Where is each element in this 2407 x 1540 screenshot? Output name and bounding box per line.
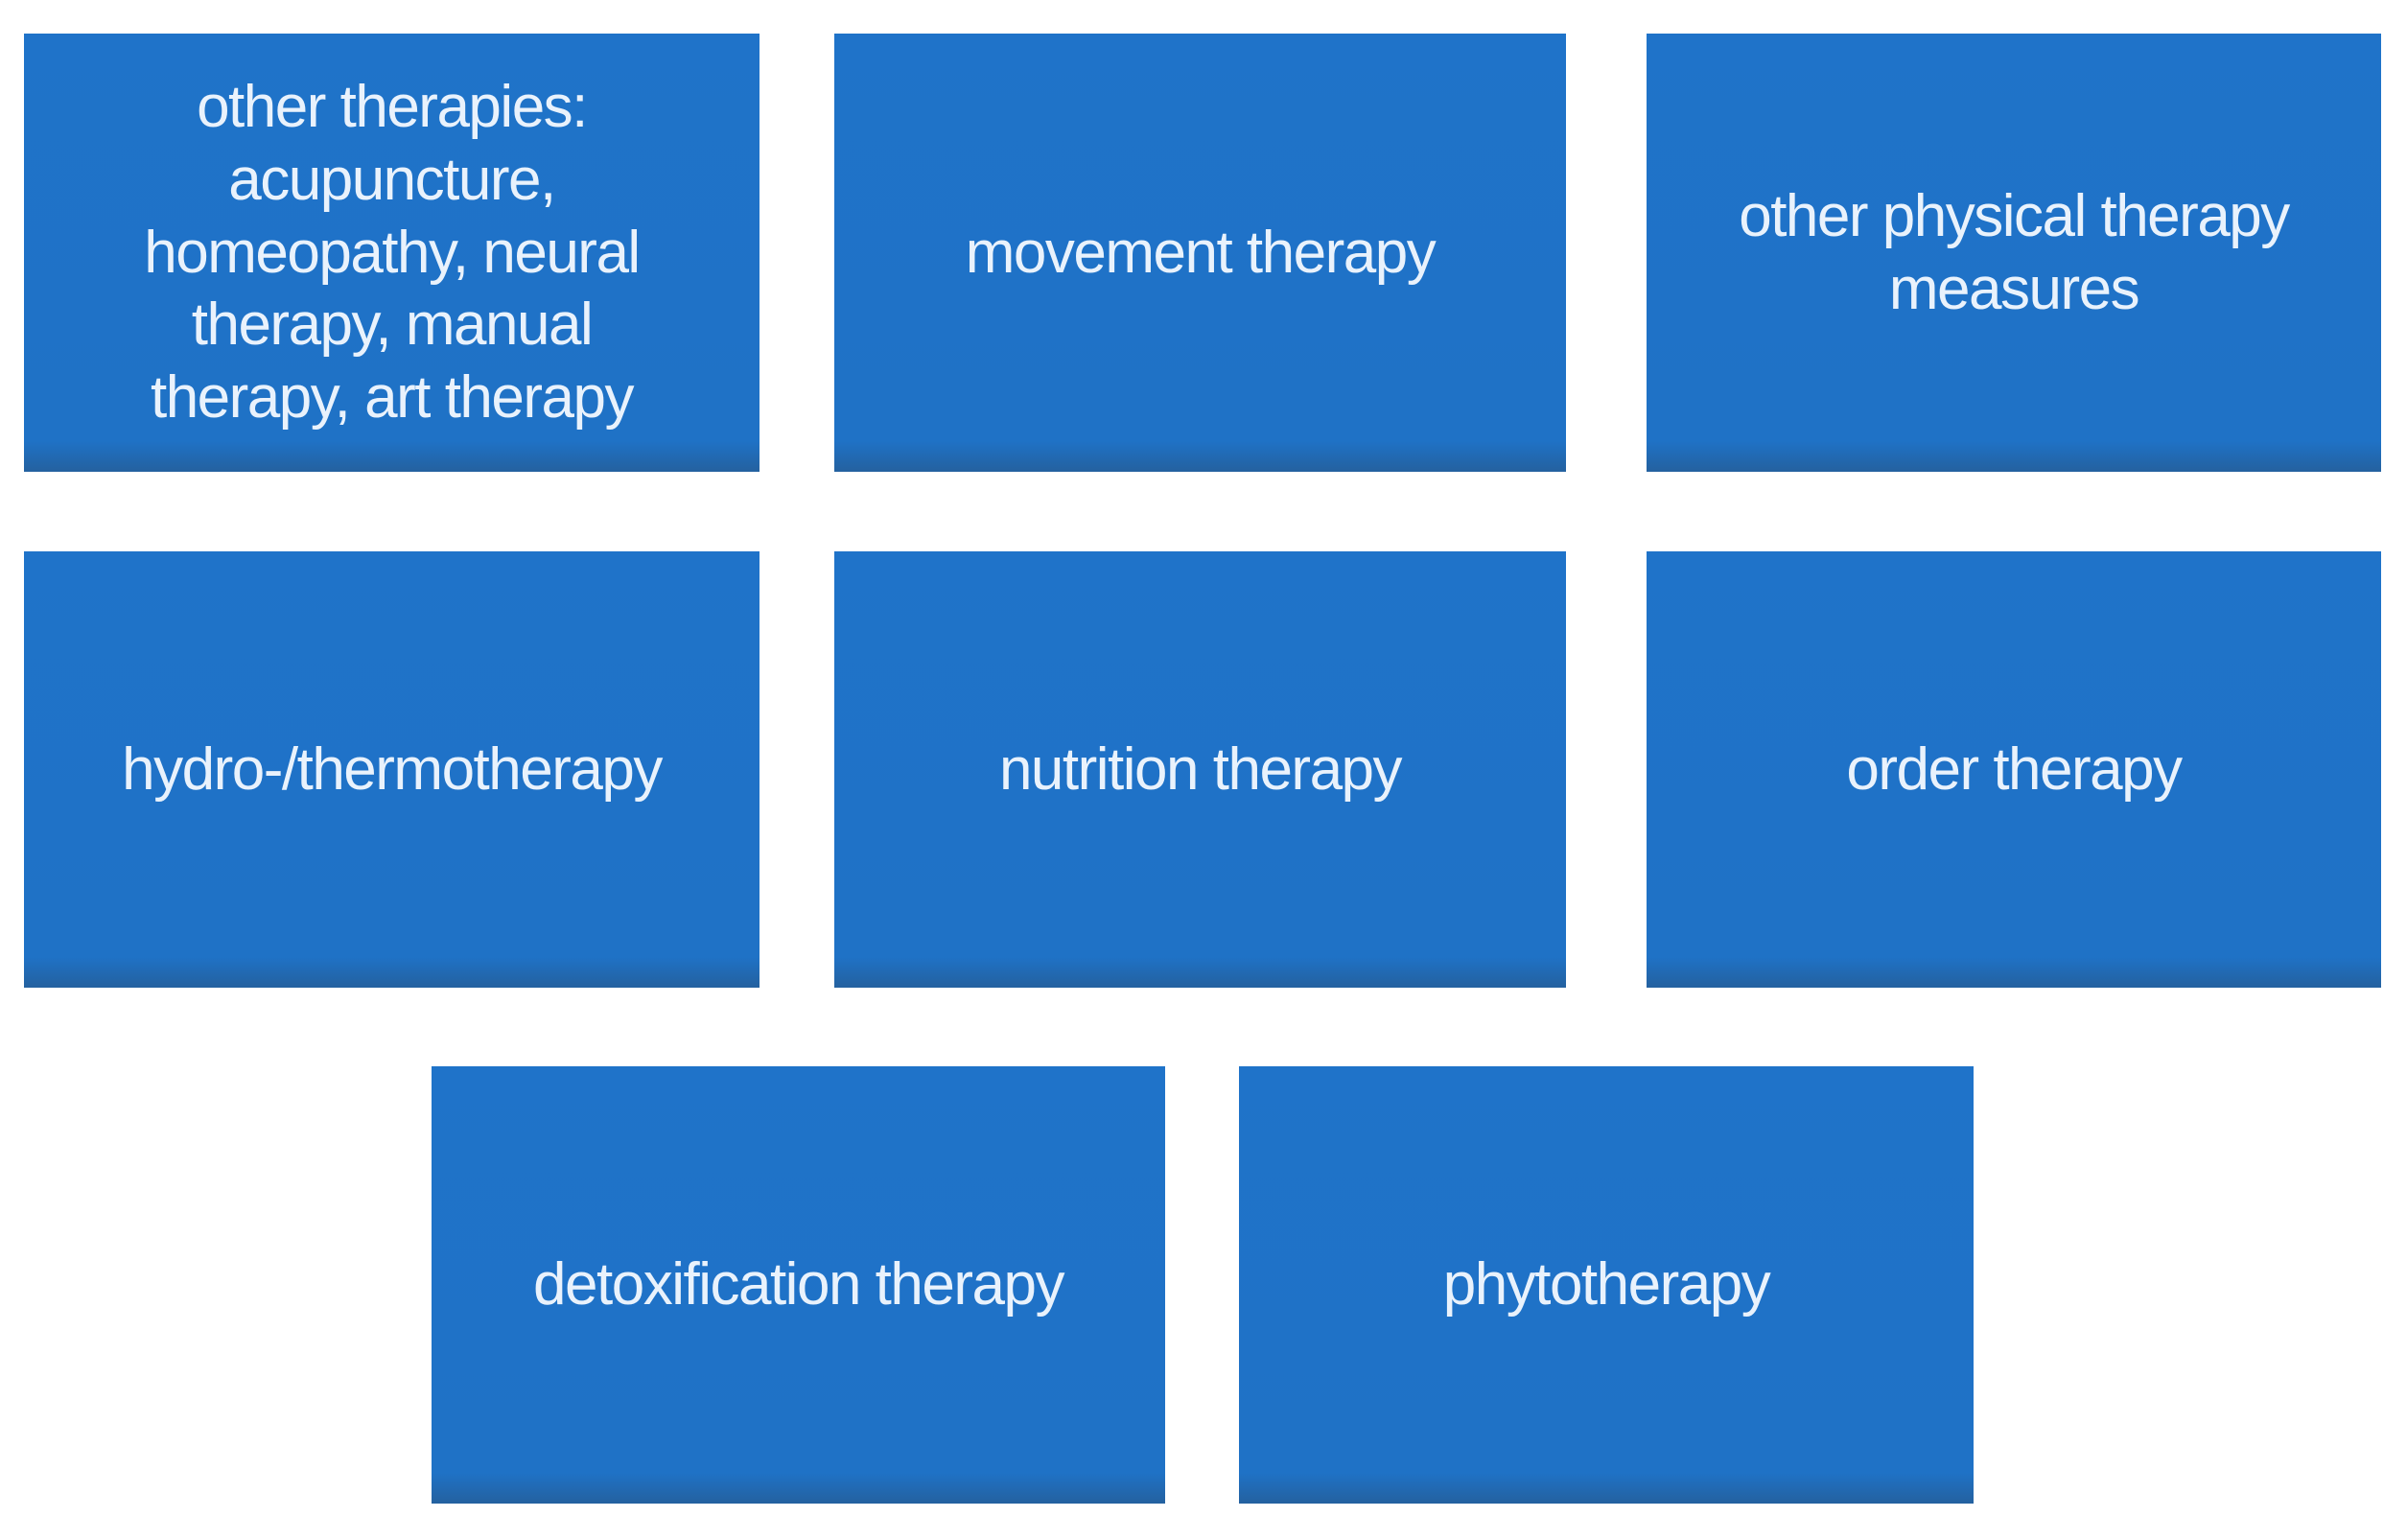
box-other-physical-therapy-measures-label: other physical therapy measures	[1739, 182, 2290, 322]
box-nutrition-therapy-label: nutrition therapy	[998, 735, 1403, 803]
box-order-therapy-label: order therapy	[1846, 735, 2183, 803]
box-detoxification-therapy: detoxification therapy	[432, 1066, 1165, 1504]
box-other-therapies: other therapies: acupuncture, homeopathy…	[24, 34, 759, 472]
box-detoxification-therapy-label: detoxification therapy	[533, 1251, 1064, 1318]
box-other-physical-therapy-measures: other physical therapy measures	[1647, 34, 2381, 472]
box-hydro-thermotherapy-label: hydro-/thermotherapy	[122, 735, 663, 803]
box-phytotherapy-label: phytotherapy	[1442, 1251, 1771, 1318]
box-phytotherapy: phytotherapy	[1239, 1066, 1974, 1504]
box-movement-therapy: movement therapy	[834, 34, 1566, 472]
box-nutrition-therapy: nutrition therapy	[834, 551, 1566, 988]
box-movement-therapy-label: movement therapy	[965, 219, 1437, 286]
box-order-therapy: order therapy	[1647, 551, 2381, 988]
box-hydro-thermotherapy: hydro-/thermotherapy	[24, 551, 759, 988]
box-other-therapies-label: other therapies: acupuncture, homeopathy…	[144, 74, 641, 431]
